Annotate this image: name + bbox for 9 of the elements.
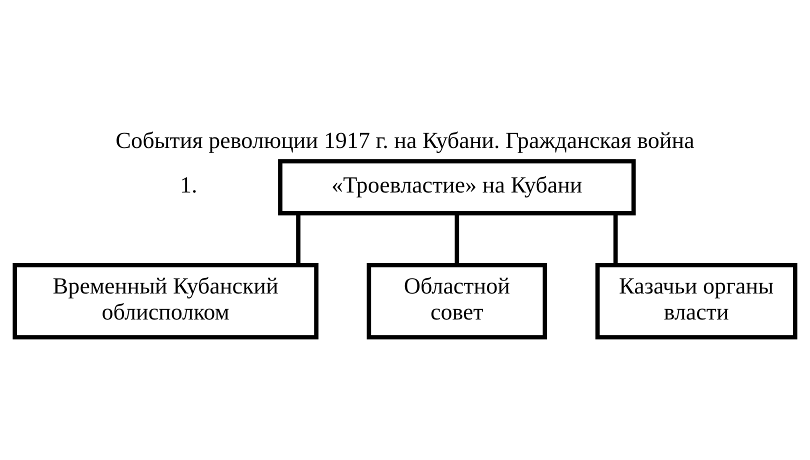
connector: [454, 213, 460, 264]
node-box: Казачьи органы власти: [595, 262, 798, 339]
connector: [296, 213, 300, 264]
node-box: Временный Кубанский облисполком: [12, 262, 318, 339]
connector: [613, 213, 618, 264]
node-box: Областной совет: [366, 262, 548, 339]
diagram-title: События революции 1917 г. на Кубани. Гражданская война: [116, 126, 694, 152]
label: 1.: [180, 171, 198, 198]
node-box: «Троевластие» на Кубани: [278, 158, 636, 215]
